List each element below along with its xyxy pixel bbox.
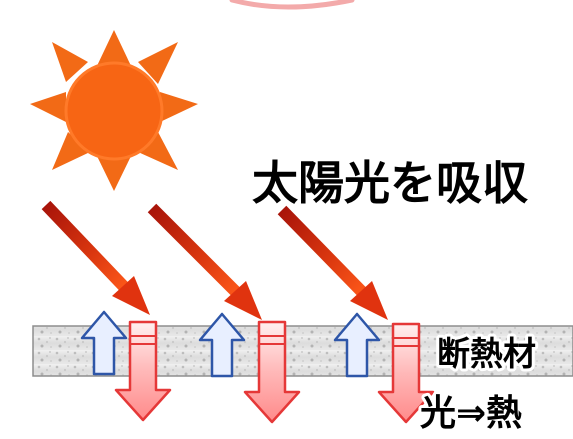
upward-arrows: [80, 310, 381, 378]
light-beam-3: [277, 205, 388, 320]
light-beam-2: [147, 203, 262, 320]
upward-arrow-2: [198, 312, 246, 378]
downward-arrow-1: [114, 320, 172, 422]
downward-arrow-3: [377, 322, 435, 424]
sunlight-absorb-label: 太陽光を吸収: [252, 156, 528, 210]
downward-arrows: [114, 320, 435, 424]
top-arc-decoration: [229, 0, 355, 10]
downward-arrow-bands: [130, 335, 419, 347]
light-beams: [41, 200, 388, 320]
insulation-label: 断熱材: [437, 334, 536, 373]
upward-arrow-3: [333, 312, 381, 378]
sun-icon: [30, 30, 198, 191]
light-to-heat-label: 光⇒熱: [420, 393, 522, 434]
light-beam-1: [41, 200, 150, 315]
sun-disc: [64, 61, 164, 161]
sun-rays: [30, 30, 198, 191]
downward-arrow-2: [243, 320, 301, 424]
upward-arrow-1: [80, 310, 128, 376]
